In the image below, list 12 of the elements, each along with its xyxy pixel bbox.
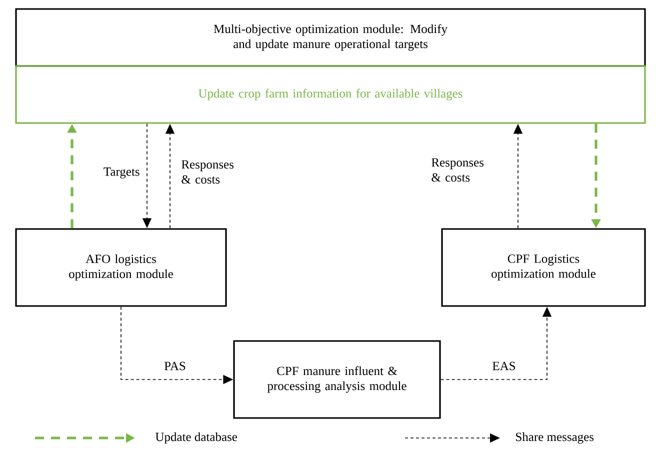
edge-label: Responses & costs: [430, 157, 494, 183]
module-box: Multi-objective optimization module: Modify and update manure operational targets: [15, 8, 646, 67]
edge-label: EAS: [491, 360, 517, 372]
edge-label: PAS: [163, 360, 187, 372]
module-box: CPF manure influent & processing analysis module: [233, 340, 441, 419]
edge-label: Targets: [102, 166, 141, 180]
legend-label: Update database: [155, 432, 238, 444]
legend-label: Share messages: [516, 432, 594, 444]
module-box: AFO logistics optimization module: [15, 228, 227, 307]
info-band: Update crop farm information for available villages: [15, 65, 646, 124]
module-box: CPF Logistics optimization module: [441, 228, 646, 307]
edge-label: Responses & costs: [180, 159, 244, 185]
